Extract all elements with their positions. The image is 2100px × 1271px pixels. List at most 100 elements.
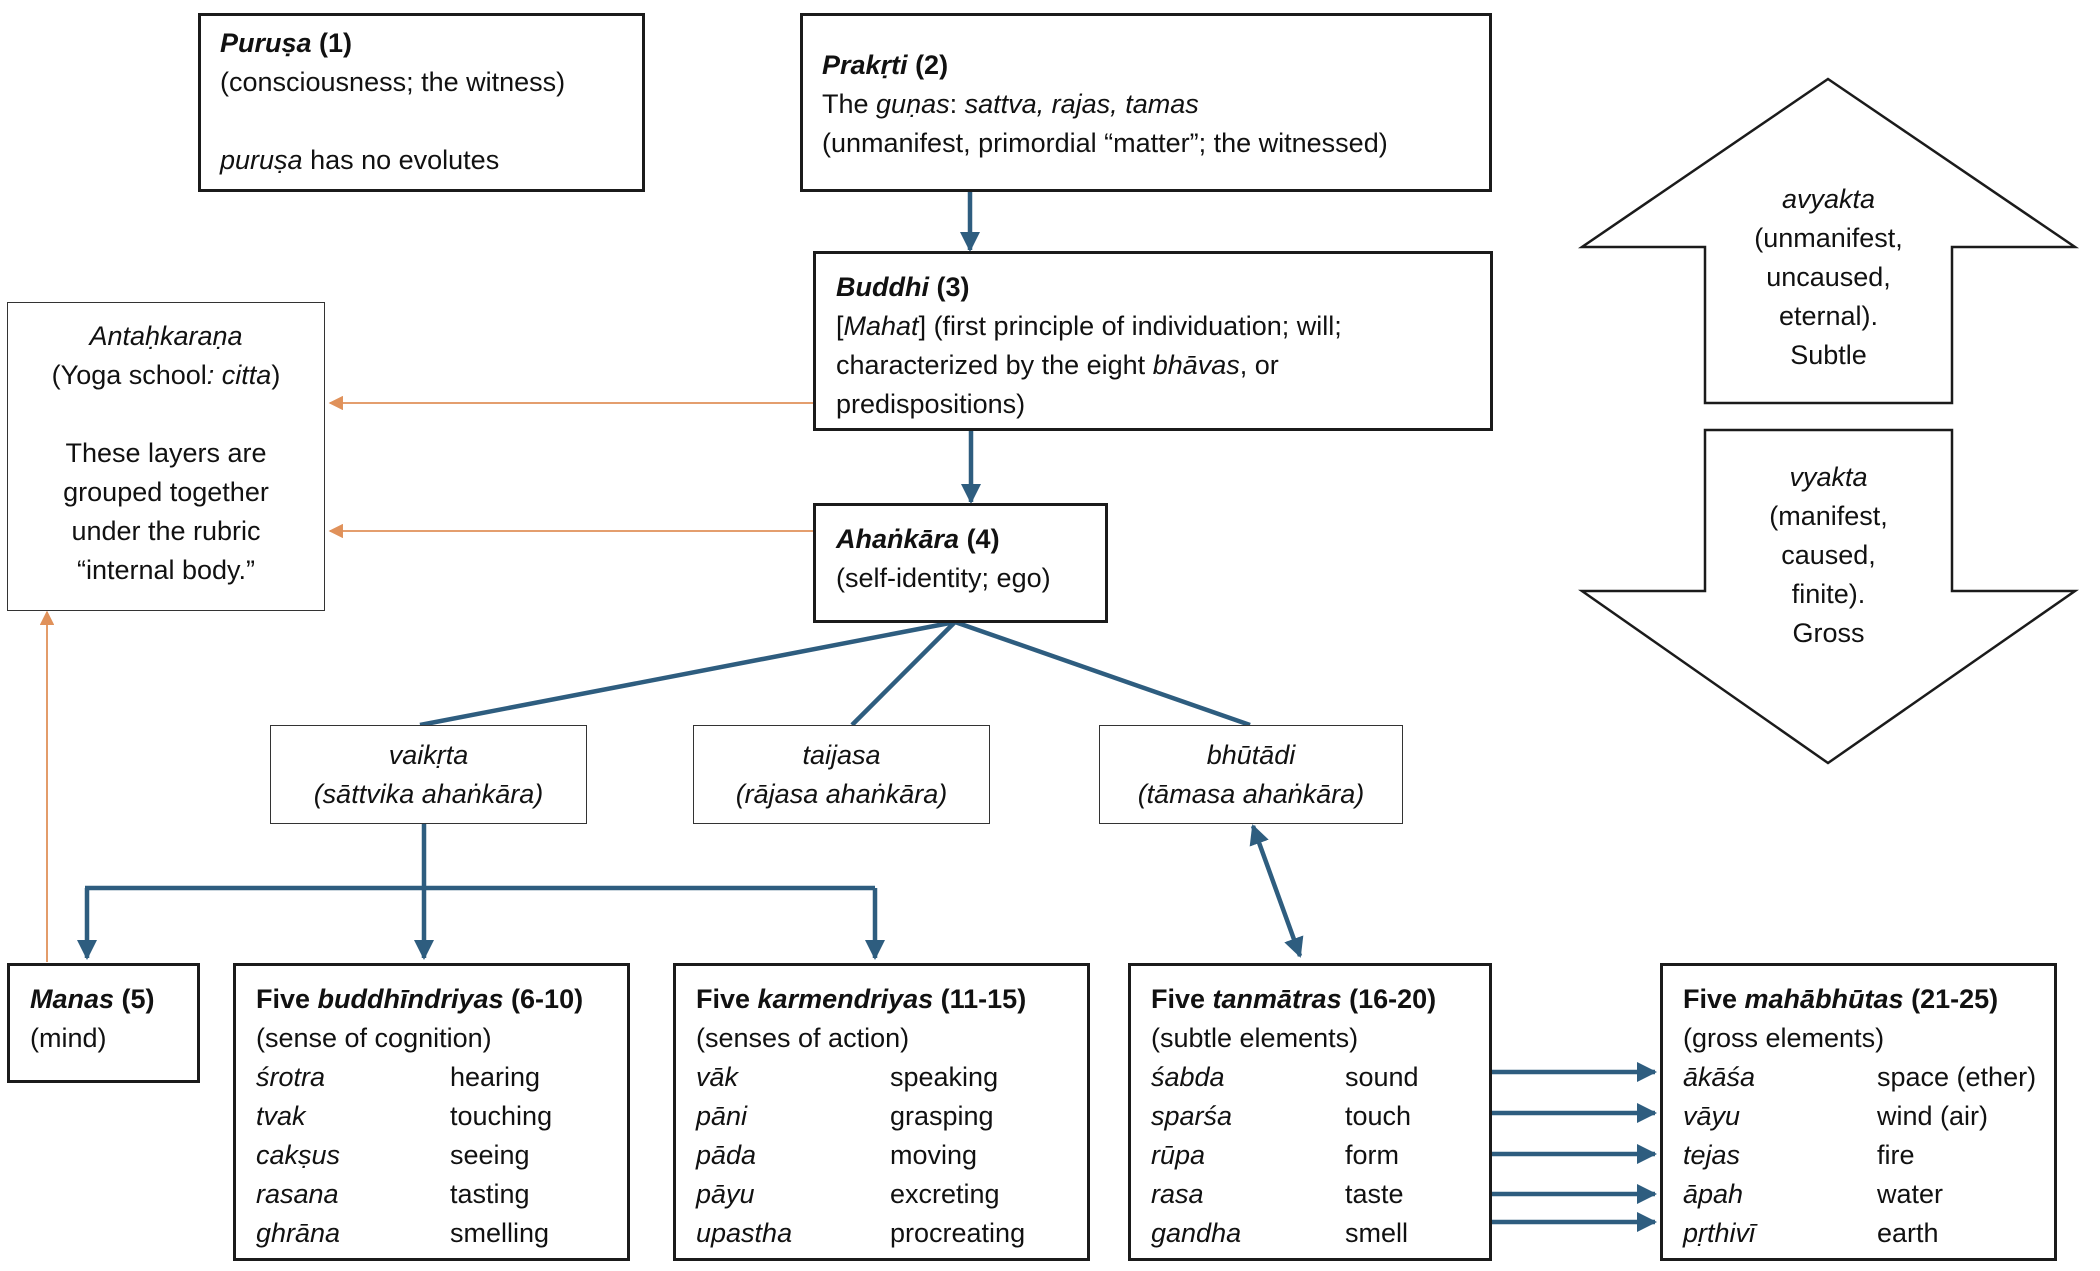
sanskrit-term: tvak — [256, 1101, 306, 1131]
sanskrit-term: upastha — [696, 1218, 793, 1248]
english-term: sound — [1345, 1062, 1419, 1092]
sanskrit-term: sparśa — [1151, 1101, 1233, 1131]
purusa-title: Puruṣa — [220, 28, 312, 58]
sanskrit-term: gandha — [1151, 1218, 1242, 1248]
taijasa-title: taijasa — [802, 740, 881, 770]
prakrti-box: Prakṛti (2) The guṇas: sattva, rajas, ta… — [800, 13, 1492, 192]
antahkarana-citta-term: : citta — [206, 360, 272, 390]
antahkarana-title: Antaḥkaraṇa — [89, 321, 243, 351]
list-item: pāni grasping — [696, 1097, 1087, 1136]
prakrti-description: (unmanifest, primordial “matter”; the wi… — [822, 128, 1388, 158]
list-item: gandha smell — [1151, 1214, 1489, 1253]
sanskrit-term: rasa — [1151, 1179, 1204, 1209]
manas-box: Manas (5) (mind) — [7, 963, 200, 1083]
english-term: speaking — [890, 1062, 999, 1092]
antahkarana-box: Antaḥkaraṇa (Yoga school: citta) These l… — [7, 302, 325, 611]
buddhi-description-2: characterized by the eight — [836, 350, 1153, 380]
purusa-number: (1) — [311, 28, 353, 58]
bhutadi-tanmatras-arrow — [1249, 824, 1304, 958]
avyakta-line-2: uncaused, — [1766, 262, 1891, 292]
karmendriyas-subtitle: (senses of action) — [696, 1023, 910, 1053]
bhutadi-title: bhūtādi — [1206, 740, 1296, 770]
vaikrta-box: vaikṛta (sāttvika ahaṅkāra) — [270, 725, 587, 824]
sanskrit-term: pāni — [696, 1101, 748, 1131]
buddhindriyas-title: buddhīndriyas — [317, 984, 504, 1014]
sanskrit-term: ākāśa — [1683, 1062, 1756, 1092]
english-term: grasping — [890, 1101, 994, 1131]
buddhi-description-1: ] (first principle of individuation; wil… — [918, 311, 1342, 341]
buddhindriyas-prefix: Five — [256, 984, 318, 1014]
sanskrit-term: tejas — [1683, 1140, 1741, 1170]
prakrti-gunas-prefix: The — [822, 89, 877, 119]
english-term: water — [1877, 1179, 1944, 1209]
vyakta-title: vyakta — [1789, 462, 1868, 492]
prakrti-gunas-colon: : — [949, 89, 965, 119]
sanskrit-term: pāyu — [696, 1179, 755, 1209]
vaikrta-subtitle: (sāttvika ahaṅkāra) — [313, 779, 544, 809]
purusa-note: has no evolutes — [302, 145, 500, 175]
sanskrit-term: vāyu — [1683, 1101, 1741, 1131]
karmendriyas-prefix: Five — [696, 984, 758, 1014]
mahabhutas-prefix: Five — [1683, 984, 1745, 1014]
bhutadi-subtitle: (tāmasa ahaṅkāra) — [1137, 779, 1365, 809]
buddhi-number: (3) — [928, 272, 970, 302]
buddhi-title: Buddhi — [836, 272, 929, 302]
sanskrit-term: śrotra — [256, 1062, 326, 1092]
antahkarana-paren-close: ) — [271, 360, 281, 390]
ahankara-box: Ahaṅkāra (4) (self-identity; ego) — [813, 503, 1108, 623]
buddhi-description-3: , or — [1239, 350, 1279, 380]
mahabhutas-title: mahābhūtas — [1744, 984, 1904, 1014]
english-term: wind (air) — [1877, 1101, 1989, 1131]
avyakta-label: avyakta (unmanifest, uncaused, eternal).… — [1706, 180, 1951, 375]
sanskrit-term: vāk — [696, 1062, 739, 1092]
english-term: space (ether) — [1877, 1062, 2037, 1092]
english-term: seeing — [450, 1140, 530, 1170]
purusa-description: (consciousness; the witness) — [220, 67, 566, 97]
english-term: form — [1345, 1140, 1399, 1170]
sanskrit-term: pāda — [696, 1140, 757, 1170]
antahkarana-yoga-label: (Yoga school — [51, 360, 207, 390]
english-term: smell — [1345, 1218, 1409, 1248]
tanmatras-title: tanmātras — [1212, 984, 1342, 1014]
avyakta-line-3: eternal). — [1778, 301, 1879, 331]
mahabhutas-box: Five mahābhūtas (21-25) (gross elements)… — [1660, 963, 2057, 1261]
ahankara-number: (4) — [959, 524, 1000, 554]
antahkarana-note-1: These layers are — [65, 438, 267, 468]
avyakta-title: avyakta — [1781, 184, 1876, 214]
english-term: excreting — [890, 1179, 1000, 1209]
list-item: pāyu excreting — [696, 1175, 1087, 1214]
sanskrit-term: rasana — [256, 1179, 339, 1209]
avyakta-up-arrow — [1577, 77, 2080, 405]
antahkarana-note-3: under the rubric — [71, 516, 261, 546]
karmendriyas-number: (11-15) — [933, 984, 1027, 1014]
english-term: taste — [1345, 1179, 1404, 1209]
english-term: moving — [890, 1140, 978, 1170]
prakrti-number: (2) — [907, 50, 949, 80]
ahankara-title: Ahaṅkāra — [836, 524, 960, 554]
vaikrta-title: vaikṛta — [388, 740, 469, 770]
vyakta-line-1: (manifest, — [1769, 501, 1888, 531]
english-term: smelling — [450, 1218, 550, 1248]
ahankara-description: (self-identity; ego) — [836, 563, 1051, 593]
buddhi-bhavas-term: bhāvas — [1152, 350, 1240, 380]
tanmatras-prefix: Five — [1151, 984, 1213, 1014]
antahkarana-note-2: grouped together — [63, 477, 269, 507]
ahankara-to-vaikrta-line — [419, 619, 956, 728]
tanmatras-subtitle: (subtle elements) — [1151, 1023, 1359, 1053]
ahankara-to-taijasa-line — [850, 620, 957, 727]
buddhindriyas-subtitle: (sense of cognition) — [256, 1023, 492, 1053]
sanskrit-term: pṛthivī — [1683, 1218, 1756, 1248]
